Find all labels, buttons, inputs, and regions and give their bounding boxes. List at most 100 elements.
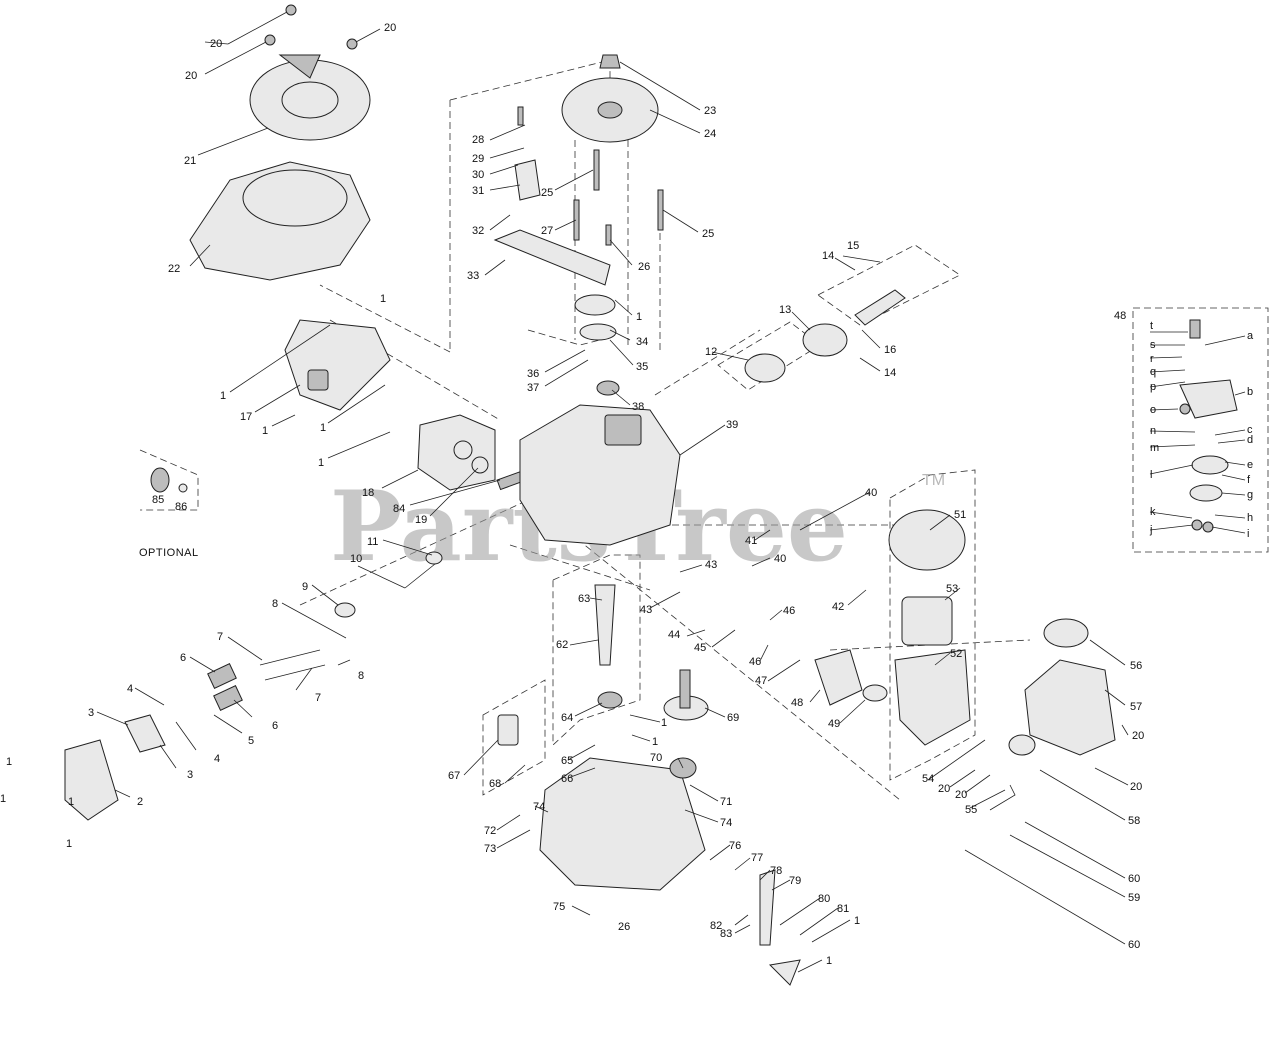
control-arm[interactable] (493, 229, 611, 286)
callout-68[interactable]: 68 (489, 778, 501, 790)
valve-spring-b[interactable] (213, 685, 243, 711)
callout-3[interactable]: 3 (187, 769, 193, 781)
callout-6[interactable]: 6 (180, 652, 186, 664)
callout-12[interactable]: 12 (705, 346, 717, 358)
spring-28[interactable] (517, 106, 524, 126)
callout-31[interactable]: 31 (472, 185, 484, 197)
callout-66[interactable]: 66 (561, 773, 573, 785)
callout-38[interactable]: 38 (632, 401, 644, 413)
callout-85[interactable]: 85 (152, 494, 164, 506)
callout-67[interactable]: 67 (448, 770, 460, 782)
callout-26[interactable]: 26 (618, 921, 630, 933)
callout-79[interactable]: 79 (789, 875, 801, 887)
inset-callout-q[interactable]: q (1150, 366, 1156, 378)
callout-1[interactable]: 1 (220, 390, 226, 402)
fuel-hose[interactable] (989, 784, 1016, 811)
callout-1[interactable]: 1 (318, 457, 324, 469)
callout-10[interactable]: 10 (350, 553, 362, 565)
callout-42[interactable]: 42 (832, 601, 844, 613)
valve-cover[interactable] (64, 739, 119, 821)
callout-80[interactable]: 80 (818, 893, 830, 905)
engine-block[interactable] (519, 404, 681, 546)
callout-41[interactable]: 41 (745, 535, 757, 547)
air-cleaner-cover[interactable] (888, 509, 966, 571)
callout-73[interactable]: 73 (484, 843, 496, 855)
pushrod-a[interactable] (259, 649, 321, 666)
callout-24[interactable]: 24 (704, 128, 716, 140)
callout-20[interactable]: 20 (185, 70, 197, 82)
callout-20[interactable]: 20 (210, 38, 222, 50)
inset-o[interactable] (1179, 403, 1191, 415)
crank-gear-64[interactable] (597, 691, 623, 709)
callout-30[interactable]: 30 (472, 169, 484, 181)
callout-14[interactable]: 14 (822, 250, 834, 262)
valve-10[interactable] (404, 559, 441, 589)
callout-19[interactable]: 19 (415, 514, 427, 526)
callout-82[interactable]: 82 (710, 920, 722, 932)
callout-25[interactable]: 25 (541, 187, 553, 199)
inset-callout-h[interactable]: h (1247, 512, 1253, 524)
callout-2[interactable]: 2 (137, 796, 143, 808)
callout-86[interactable]: 86 (175, 501, 187, 513)
pushrod-b[interactable] (264, 664, 326, 681)
callout-15[interactable]: 15 (847, 240, 859, 252)
callout-34[interactable]: 34 (636, 336, 648, 348)
inset-callout-l[interactable]: l (1150, 469, 1152, 481)
callout-13[interactable]: 13 (779, 304, 791, 316)
air-filter[interactable] (901, 596, 953, 646)
callout-16[interactable]: 16 (884, 344, 896, 356)
inset-callout-m[interactable]: m (1150, 442, 1159, 454)
inset-callout-i[interactable]: i (1247, 528, 1249, 540)
callout-20[interactable]: 20 (384, 22, 396, 34)
callout-46[interactable]: 46 (783, 605, 795, 617)
piston-rings[interactable] (744, 353, 786, 383)
stud-27[interactable] (573, 199, 580, 241)
piston[interactable] (802, 323, 848, 357)
inset-callout-j[interactable]: j (1149, 524, 1152, 536)
callout-72[interactable]: 72 (484, 825, 496, 837)
callout-21[interactable]: 21 (184, 155, 196, 167)
callout-47[interactable]: 47 (755, 675, 767, 687)
callout-29[interactable]: 29 (472, 153, 484, 165)
callout-1[interactable]: 1 (320, 422, 326, 434)
callout-20[interactable]: 20 (1130, 781, 1142, 793)
recoil-starter[interactable] (249, 54, 371, 141)
callout-40[interactable]: 40 (774, 553, 786, 565)
inset-callout-n[interactable]: n (1150, 425, 1156, 437)
callout-1[interactable]: 1 (636, 311, 642, 323)
callout-49[interactable]: 49 (828, 718, 840, 730)
callout-70[interactable]: 70 (650, 752, 662, 764)
callout-39[interactable]: 39 (726, 419, 738, 431)
crankshaft[interactable] (594, 584, 616, 666)
callout-37[interactable]: 37 (527, 382, 539, 394)
muffler-guard[interactable] (284, 319, 391, 411)
callout-64[interactable]: 64 (561, 712, 573, 724)
callout-77[interactable]: 77 (751, 852, 763, 864)
inset-callout-s[interactable]: s (1150, 339, 1156, 351)
optional-spring-85[interactable] (150, 467, 170, 493)
callout-55[interactable]: 55 (965, 804, 977, 816)
callout-1[interactable]: 1 (68, 796, 74, 808)
callout-81[interactable]: 81 (837, 903, 849, 915)
callout-83[interactable]: 83 (720, 928, 732, 940)
callout-43[interactable]: 43 (640, 604, 652, 616)
callout-23[interactable]: 23 (704, 105, 716, 117)
fuel-tank[interactable] (1024, 659, 1116, 756)
callout-60[interactable]: 60 (1128, 939, 1140, 951)
fuel-cap[interactable] (1043, 618, 1089, 648)
callout-51[interactable]: 51 (954, 509, 966, 521)
carb-gasket-49[interactable] (862, 684, 888, 702)
inset-screw-j[interactable] (1191, 519, 1203, 531)
callout-1[interactable]: 1 (854, 915, 860, 927)
callout-65[interactable]: 65 (561, 755, 573, 767)
callout-7[interactable]: 7 (217, 631, 223, 643)
inset-callout-o[interactable]: o (1150, 404, 1156, 416)
callout-18[interactable]: 18 (362, 487, 374, 499)
valve-seal-9[interactable] (334, 602, 356, 618)
callout-27[interactable]: 27 (541, 225, 553, 237)
callout-20[interactable]: 20 (938, 783, 950, 795)
muffler-gasket[interactable] (471, 456, 489, 474)
callout-14[interactable]: 14 (884, 367, 896, 379)
inset-callout-r[interactable]: r (1150, 353, 1154, 365)
callout-1[interactable]: 1 (652, 736, 658, 748)
